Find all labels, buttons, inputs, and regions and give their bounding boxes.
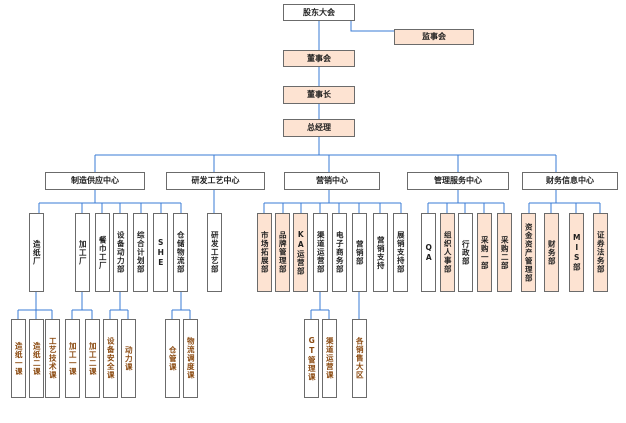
dept-ecommerce: 电子商务部 [332,213,347,292]
unit-power: 动力课 [121,319,136,398]
dept-purchase-1: 采购一部 [477,213,492,292]
dept-rnd: 研发工艺部 [207,213,222,292]
unit-processing-1: 加工一课 [65,319,80,398]
dept-sales: 营销部 [352,213,367,292]
shareholders-meeting-box: 股东大会 [283,4,355,21]
dept-she: SHE [153,213,168,292]
board-of-directors-box: 董事会 [283,50,355,67]
ceo-box: 总经理 [283,119,355,137]
unit-equipment-safety: 设备安全课 [103,319,118,398]
dept-tissue-plant: 餐巾工厂 [95,213,110,292]
dept-equipment-power: 设备动力部 [113,213,128,292]
dept-processing-plant: 加工厂 [75,213,90,292]
chairman-box: 董事长 [283,86,355,104]
dept-ka: KA运营部 [293,213,308,292]
dept-brand-mgmt: 品牌管理部 [275,213,290,292]
dept-asset-mgmt: 资金资产管理部 [521,213,536,292]
dept-channel-ops: 渠道运营部 [313,213,328,292]
dept-purchase-2: 采购二部 [497,213,512,292]
marketing-center: 营销中心 [284,172,380,190]
manufacturing-supply-center: 制造供应中心 [45,172,145,190]
dept-sales-support: 营销支持 [373,213,388,292]
unit-gt-mgmt: GT管理课 [304,319,319,398]
dept-market-dev: 市场拓展部 [257,213,272,292]
dept-exhibition: 展销支持部 [393,213,408,292]
dept-warehouse-logistics: 仓储物流部 [173,213,188,292]
unit-paper-1: 造纸一课 [11,319,26,398]
unit-processing-2: 加工二课 [85,319,100,398]
unit-channel-mgmt: 渠道运营课 [322,319,337,398]
dept-planning: 综合计划部 [133,213,148,292]
unit-tech: 工艺技术课 [45,319,60,398]
dept-admin: 行政部 [458,213,473,292]
dept-mis: MIS部 [569,213,584,292]
dept-paper-plant: 造纸厂 [29,213,44,292]
dept-qa: QA [421,213,436,292]
supervisory-board-box: 监事会 [394,29,474,45]
unit-warehouse-mgmt: 仓管课 [165,319,180,398]
dept-securities: 证券法务部 [593,213,608,292]
rnd-process-center: 研发工艺中心 [166,172,265,190]
unit-sales-regions: 各销售大区 [352,319,367,398]
finance-info-center: 财务信息中心 [522,172,618,190]
dept-hr: 组织人事部 [440,213,455,292]
dept-finance: 财务部 [544,213,559,292]
unit-logistics: 物流调度课 [183,319,198,398]
management-service-center: 管理服务中心 [407,172,509,190]
unit-paper-2: 造纸二课 [29,319,44,398]
